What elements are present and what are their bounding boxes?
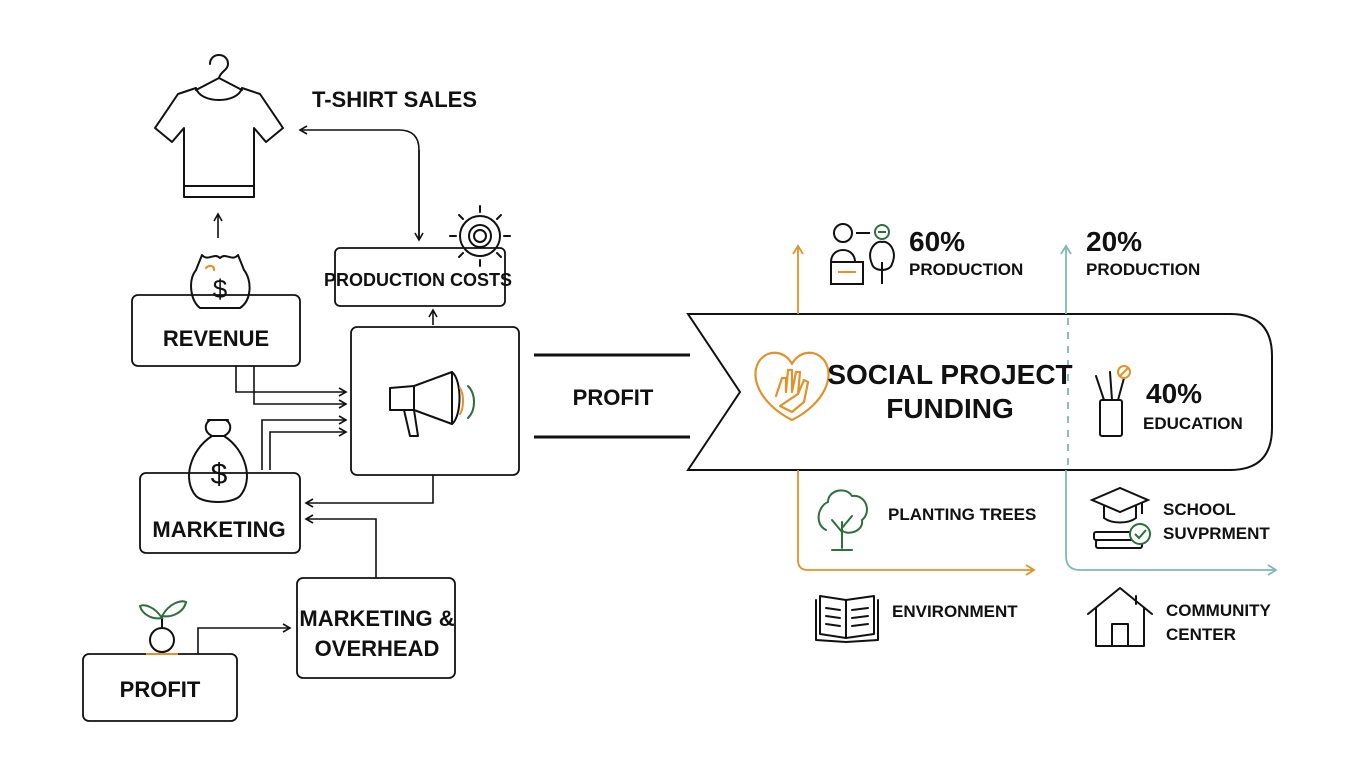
funding-banner xyxy=(686,313,1273,471)
top-right-percent: 20% xyxy=(1086,226,1142,257)
tree-icon xyxy=(817,489,868,551)
tshirt-sales-label: T-SHIRT SALES xyxy=(312,87,477,112)
megaphone-box xyxy=(350,326,520,476)
community-label-line1: COMMUNITY xyxy=(1166,601,1271,620)
revenue-bag-dollar: $ xyxy=(213,274,228,304)
education-label: EDUCATION xyxy=(1143,414,1243,433)
production-to-shirt-arrow xyxy=(298,125,420,238)
megaphone-icon xyxy=(389,371,475,437)
marketing-to-megaphone-arrow-1 xyxy=(261,415,348,470)
planting-trees-label: PLANTING TREES xyxy=(888,505,1036,524)
marketing-bag-dollar: $ xyxy=(211,458,228,491)
profit-to-overhead-arrow xyxy=(197,623,292,654)
pencil-cup-icon xyxy=(1095,365,1131,437)
environment-label: ENVIRONMENT xyxy=(892,602,1018,621)
profit-bottom-label: PROFIT xyxy=(120,677,201,702)
marketing-overhead-label-2: OVERHEAD xyxy=(315,636,440,661)
marketing-box xyxy=(139,472,301,554)
school-label-line2: SUVPRMENT xyxy=(1163,524,1270,543)
production-costs-box xyxy=(334,247,506,307)
marketing-overhead-label-1: MARKETING & xyxy=(299,606,454,631)
money-bag-icon: $ xyxy=(190,254,251,309)
graduation-cap-icon xyxy=(1089,486,1151,549)
top-left-percent: 60% xyxy=(909,226,965,257)
production-costs-label: PRODUCTION COSTS xyxy=(324,270,512,290)
marketing-to-megaphone-arrow-2 xyxy=(269,427,348,470)
profit-center-label: PROFIT xyxy=(573,385,654,410)
revenue-label: REVENUE xyxy=(163,326,269,351)
heart-hands-icon xyxy=(754,351,830,422)
revenue-to-megaphone-arrow-2 xyxy=(253,366,348,409)
megaphone-to-marketing-arrow xyxy=(304,475,434,508)
revenue-box xyxy=(131,294,301,367)
gear-icon xyxy=(449,205,511,267)
funding-title-line2: FUNDING xyxy=(886,393,1014,424)
orange-down-arrow xyxy=(797,470,1036,576)
tshirt-hanger-icon xyxy=(154,54,284,198)
money-bag-icon: $ xyxy=(188,419,248,503)
open-book-icon xyxy=(815,595,879,643)
marketing-overhead-box xyxy=(296,577,456,679)
education-percent: 40% xyxy=(1146,378,1202,409)
revenue-to-megaphone-arrow-1 xyxy=(235,366,348,397)
top-left-label: PRODUCTION xyxy=(909,260,1023,279)
school-label-line1: SCHOOL xyxy=(1163,500,1236,519)
person-desk-tree-icon xyxy=(830,223,895,285)
house-icon xyxy=(1087,587,1153,647)
sprout-icon xyxy=(138,600,188,655)
marketing-label: MARKETING xyxy=(152,517,285,542)
community-label-line2: CENTER xyxy=(1166,625,1236,644)
funding-title-line1: SOCIAL PROJECT xyxy=(827,359,1072,390)
overhead-to-marketing-arrow xyxy=(304,514,377,578)
top-right-label: PRODUCTION xyxy=(1086,260,1200,279)
teal-down-arrow xyxy=(1065,470,1278,576)
